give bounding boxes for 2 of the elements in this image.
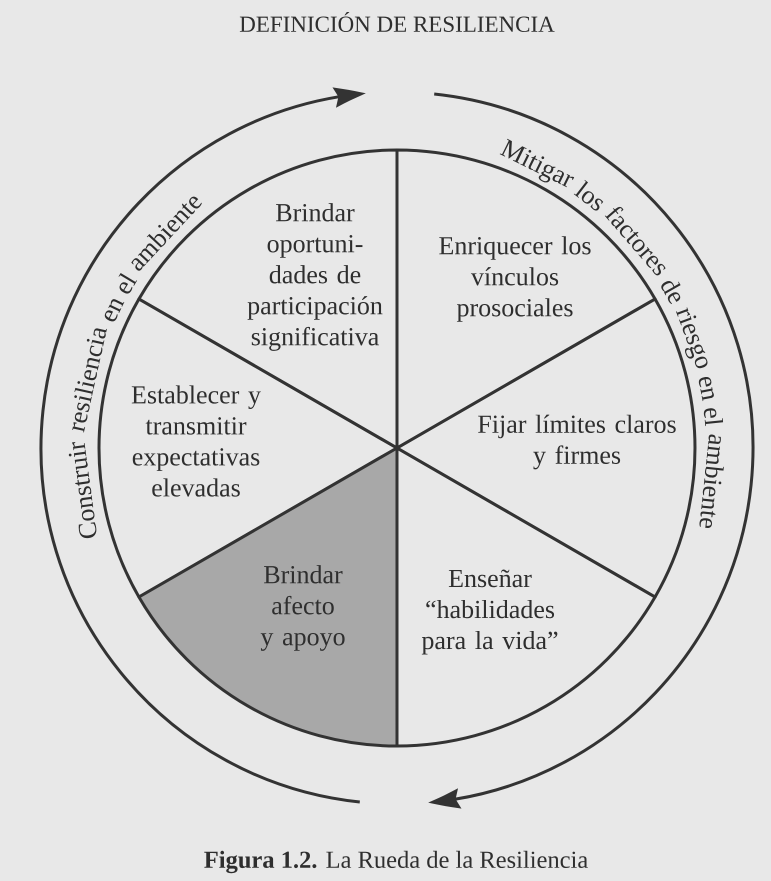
- page-heading: DEFINICIÓN DE RESILIENCIA: [240, 12, 555, 32]
- figure-caption: Figura 1.2. La Rueda de la Resiliencia: [204, 850, 588, 874]
